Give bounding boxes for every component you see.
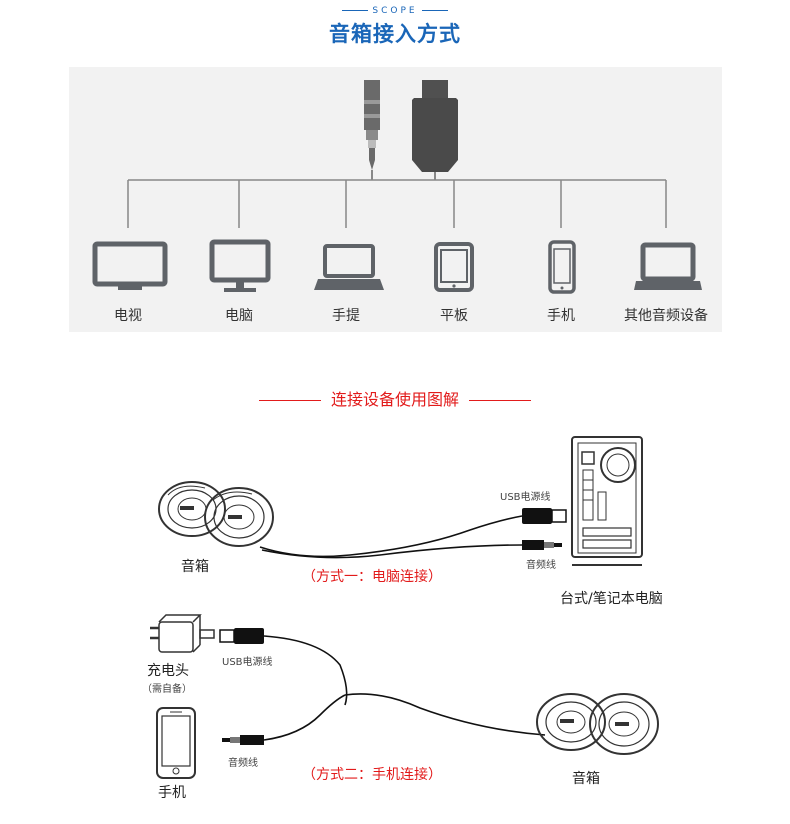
monitor-icon — [209, 239, 271, 292]
connection-panel — [69, 67, 722, 332]
scope-text: SCOPE — [372, 6, 418, 16]
device-label-tv: 电视 — [114, 308, 142, 324]
section2-title: 连接设备使用图解 — [0, 386, 790, 410]
method1-usb-label: USB电源线 — [500, 492, 551, 503]
charger-image — [150, 614, 215, 653]
charger-note: （需自备） — [142, 684, 192, 695]
tablet-icon — [434, 242, 474, 292]
phone-label: 手机 — [158, 785, 186, 801]
method1-speaker-label: 音箱 — [181, 559, 209, 575]
device-label-other: 其他音频设备 — [624, 308, 708, 324]
method2-usb-plug-icon — [219, 628, 264, 644]
audio-jack-icon — [364, 80, 380, 180]
method1-usb-plug-icon — [522, 508, 567, 524]
tree-lines — [127, 179, 667, 228]
computer-label: 台式/笔记本电脑 — [560, 591, 663, 607]
method2-audio-plug-icon — [222, 735, 264, 745]
scope-caption: SCOPE — [0, 6, 790, 16]
method2-speaker-label: 音箱 — [572, 771, 600, 787]
page-title: 音箱接入方式 — [329, 21, 461, 46]
method2-usb-label: USB电源线 — [222, 657, 273, 668]
method1-audio-plug-icon — [522, 540, 562, 550]
method1-caption: （方式一：电脑连接） — [302, 569, 442, 585]
method1-audio-label: 音频线 — [526, 560, 556, 571]
phone-image — [156, 707, 196, 779]
method2-audio-label: 音频线 — [228, 758, 258, 769]
usb-plug-icon — [412, 80, 458, 180]
speaker-pair-image-1 — [158, 481, 274, 547]
device-label-laptop: 手提 — [332, 308, 360, 324]
device-label-tablet: 平板 — [440, 308, 468, 324]
speaker-pair-image-2 — [536, 693, 659, 755]
device-label-computer: 电脑 — [225, 308, 253, 324]
laptop-icon — [314, 244, 384, 290]
method1-cables — [259, 515, 523, 559]
phone-icon — [548, 240, 576, 294]
device-label-phone: 手机 — [547, 308, 575, 324]
section2-title-text: 连接设备使用图解 — [330, 390, 459, 409]
method2-cables — [263, 635, 546, 741]
desktop-tower-image — [571, 436, 643, 566]
method2-caption: （方式二：手机连接） — [302, 767, 442, 783]
tv-icon — [92, 241, 168, 290]
other-laptop-icon — [634, 242, 702, 290]
charger-label: 充电头 — [147, 663, 189, 679]
